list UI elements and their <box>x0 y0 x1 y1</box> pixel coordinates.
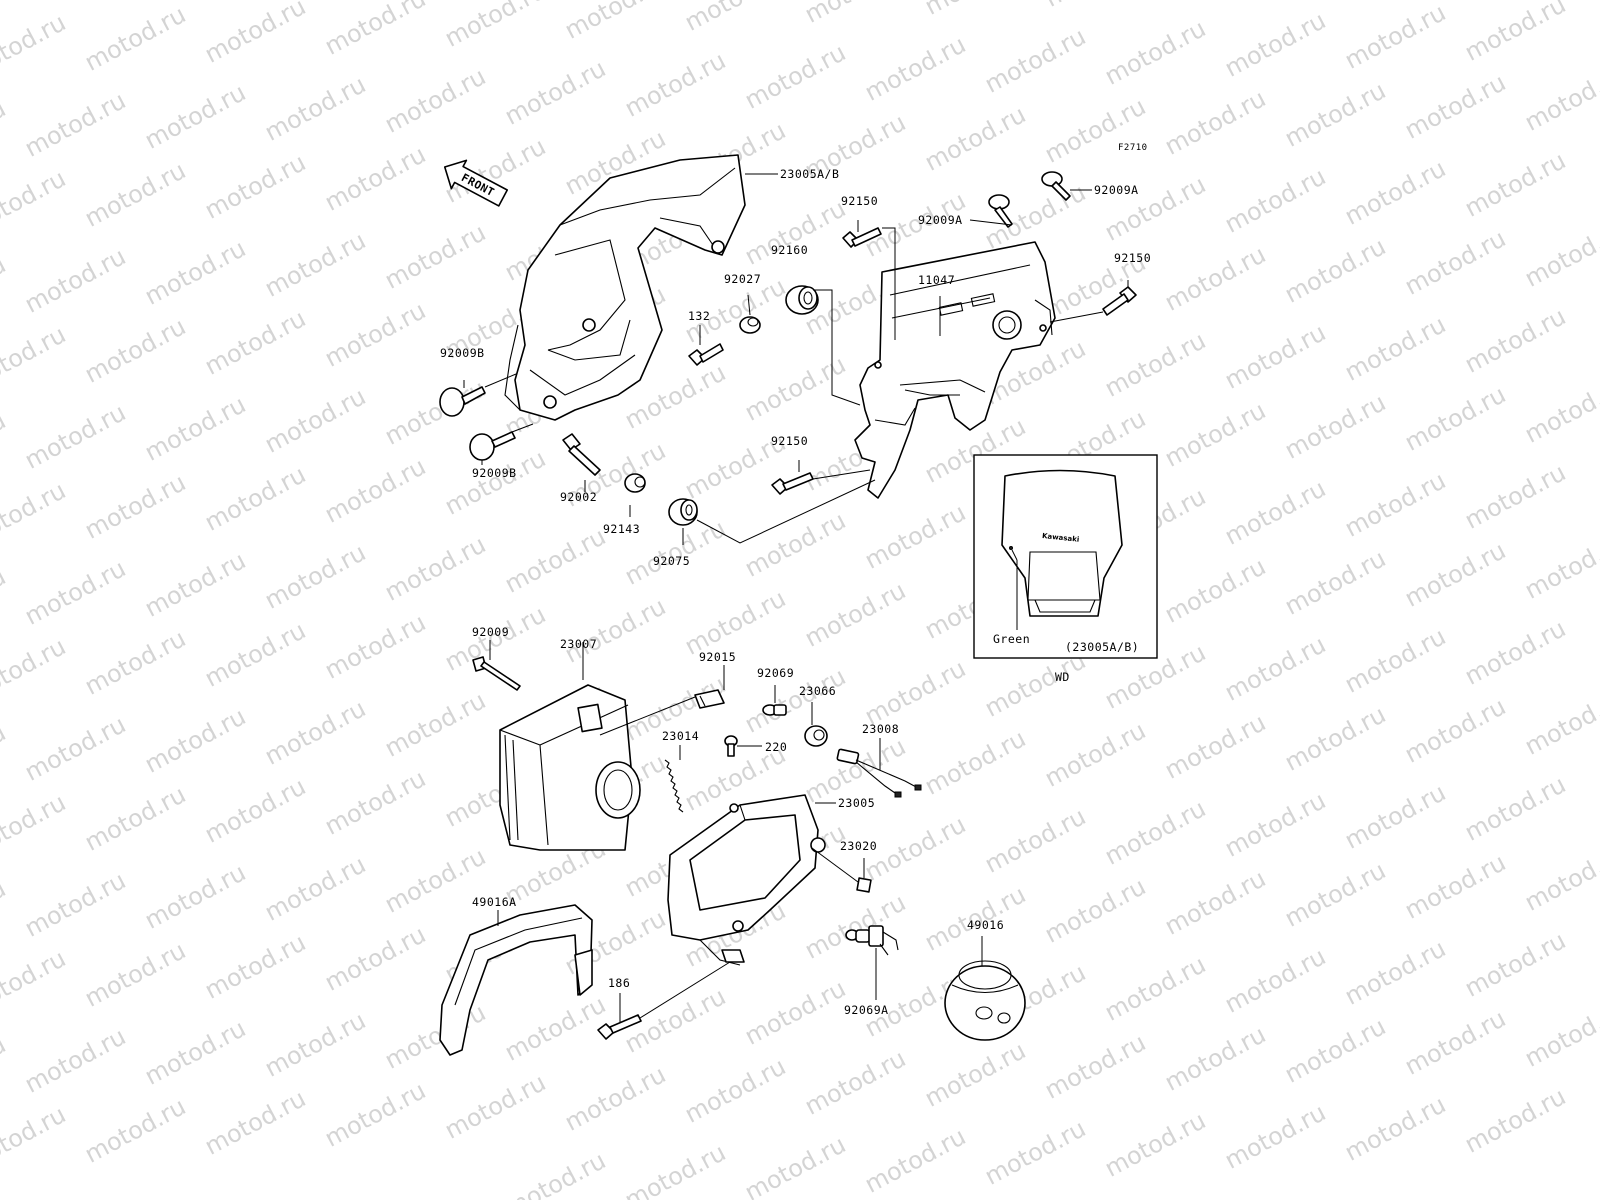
callout-92009: 92009 <box>472 625 509 639</box>
variant-inset-box: Kawasaki <box>973 454 1158 659</box>
callout-132: 132 <box>688 309 710 323</box>
socket-23008 <box>836 748 922 798</box>
inset-color-label: Green <box>993 632 1030 646</box>
callout-92150-top: 92150 <box>841 194 878 208</box>
headlight-cover-part <box>504 154 746 421</box>
callout-92150-mid: 92150 <box>771 434 808 448</box>
bolt-92150-mid <box>771 472 814 495</box>
callout-23020: 23020 <box>840 839 877 853</box>
bulb-92069a <box>845 925 899 956</box>
callout-23007: 23007 <box>560 637 597 651</box>
callout-186: 186 <box>608 976 630 990</box>
callout-23005: 23005 <box>838 796 875 810</box>
collar-92027 <box>739 316 761 334</box>
rim-49016a-part <box>439 904 593 1056</box>
clip-92015 <box>694 689 725 709</box>
callout-49016: 49016 <box>967 918 1004 932</box>
bolt-92002 <box>562 433 601 476</box>
callout-23008: 23008 <box>862 722 899 736</box>
headlight-unit-part <box>499 684 641 851</box>
bolt-92150-top <box>842 227 882 248</box>
figure-code: F2710 <box>1118 143 1148 153</box>
screw-92009a-1 <box>988 194 1013 228</box>
cap-49016-part <box>944 960 1026 1041</box>
bolt-92150-right <box>1102 286 1137 316</box>
callout-220: 220 <box>765 740 787 754</box>
spring-23014 <box>664 759 684 813</box>
callout-92160: 92160 <box>771 243 808 257</box>
inset-model-label: WD <box>1055 670 1070 684</box>
callout-92009b-1: 92009B <box>440 346 485 360</box>
callout-92002: 92002 <box>560 490 597 504</box>
callout-92009a-1: 92009A <box>918 213 963 227</box>
callout-92069: 92069 <box>757 666 794 680</box>
callout-92075: 92075 <box>653 554 690 568</box>
inset-part-label: (23005A/B) <box>1065 640 1139 654</box>
front-arrow: FRONT <box>443 159 509 207</box>
screw-220 <box>724 735 738 757</box>
screw-92009b-2 <box>469 431 516 461</box>
screw-92009 <box>472 656 521 691</box>
nut-23020 <box>856 877 872 893</box>
bulb-92069 <box>762 704 787 716</box>
grommet-92075 <box>668 498 698 526</box>
callout-92027: 92027 <box>724 272 761 286</box>
collar-92143 <box>624 473 646 493</box>
housing-frame-part <box>667 794 826 966</box>
callout-92143: 92143 <box>603 522 640 536</box>
screw-92009a-2 <box>1041 171 1071 201</box>
leader-lines <box>463 173 1129 1022</box>
bolt-186 <box>597 1014 642 1040</box>
callout-92009a-2: 92009A <box>1094 183 1139 197</box>
bolt-132 <box>688 343 724 366</box>
callout-49016a: 49016A <box>472 895 517 909</box>
screw-92009b-1 <box>439 386 486 417</box>
callout-23014: 23014 <box>662 729 699 743</box>
callout-92015: 92015 <box>699 650 736 664</box>
grommet-92160 <box>785 285 819 315</box>
callout-23005ab: 23005A/B <box>780 167 839 181</box>
bracket-part <box>854 241 1056 499</box>
callout-92009b-2: 92009B <box>472 466 517 480</box>
callout-11047: 11047 <box>918 273 955 287</box>
callout-92069a: 92069A <box>844 1003 889 1017</box>
grommet-23066 <box>804 725 828 747</box>
inset-logo-text: Kawasaki <box>1042 532 1080 544</box>
callout-92150-right: 92150 <box>1114 251 1151 265</box>
callout-23066: 23066 <box>799 684 836 698</box>
